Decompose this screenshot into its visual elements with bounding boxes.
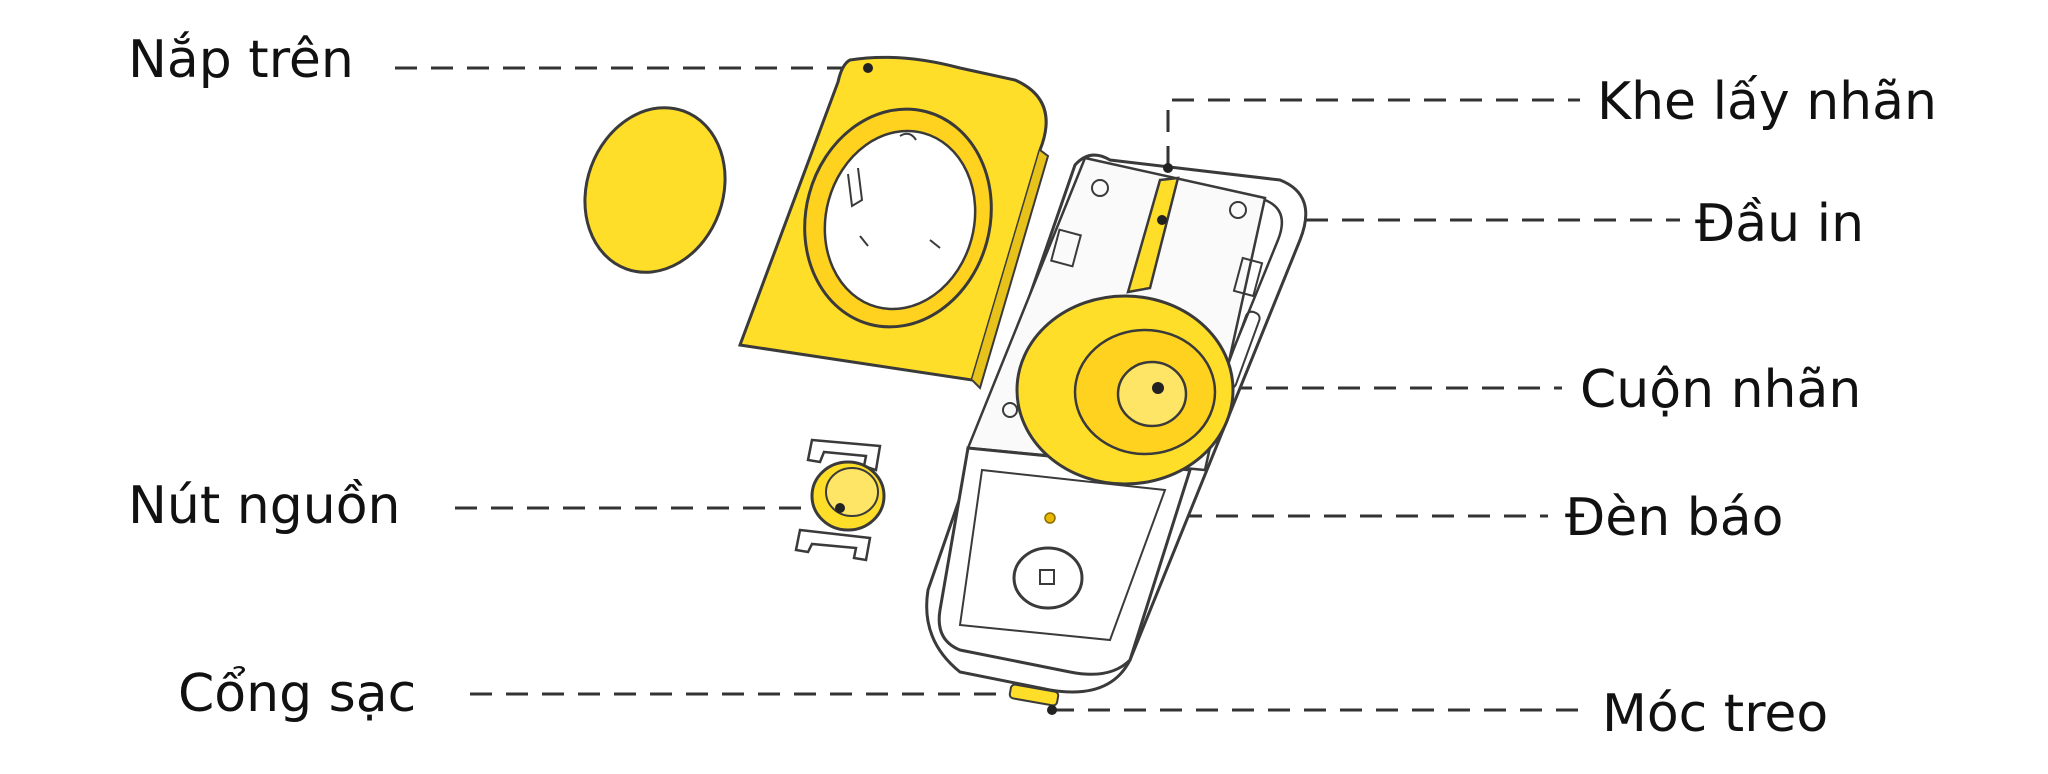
top-cover-clip-2 — [899, 132, 917, 141]
top-cover-corner-dot — [863, 63, 873, 73]
round-lid — [583, 106, 727, 274]
front-button-mark — [1039, 569, 1055, 585]
top-cover-clip-4 — [929, 239, 941, 249]
indicator-light-dot — [1044, 512, 1056, 524]
label-top-cover: Nắp trên — [128, 30, 354, 90]
power-button-cap-top — [825, 467, 879, 517]
screw-hole-1 — [1091, 179, 1109, 197]
label-charging-port: Cổng sạc — [178, 664, 417, 724]
label-roll-hub — [1116, 360, 1188, 428]
hook-dot — [1047, 705, 1057, 715]
power-button-bracket-bottom — [794, 528, 872, 562]
side-clip-left — [1050, 228, 1082, 268]
top-cover-clip-1 — [847, 167, 864, 208]
front-round-button — [1012, 546, 1084, 610]
charging-port-slot — [1008, 683, 1060, 707]
label-indicator-light: Đèn báo — [1565, 488, 1784, 548]
label-label-roll: Cuộn nhãn — [1580, 360, 1862, 420]
label-hanging-hook: Móc treo — [1602, 684, 1829, 744]
label-roll-center-dot — [1152, 382, 1164, 394]
print-head-dot — [1157, 215, 1167, 225]
power-button-part — [794, 438, 886, 562]
top-cover-window-inner — [823, 129, 977, 311]
label-power-button: Nút nguồn — [128, 476, 401, 536]
label-roll-tail — [1126, 176, 1180, 294]
power-button-dot — [835, 503, 845, 513]
label-roll — [1015, 176, 1235, 486]
screw-hole-2 — [1229, 201, 1247, 219]
round-lid-disc — [583, 106, 727, 274]
top-cover-edge — [971, 149, 1050, 390]
leader-label-slot — [1166, 98, 1580, 168]
label-label-slot: Khe lấy nhãn — [1597, 72, 1937, 132]
side-clip-right — [1232, 256, 1264, 298]
top-cover-clip-3 — [859, 235, 869, 247]
label-slot-dot — [1163, 163, 1173, 173]
top-cover — [737, 55, 1050, 390]
screw-hole-3 — [1002, 402, 1018, 418]
label-print-head: Đầu in — [1695, 194, 1865, 254]
power-button-bracket-top — [806, 438, 882, 472]
